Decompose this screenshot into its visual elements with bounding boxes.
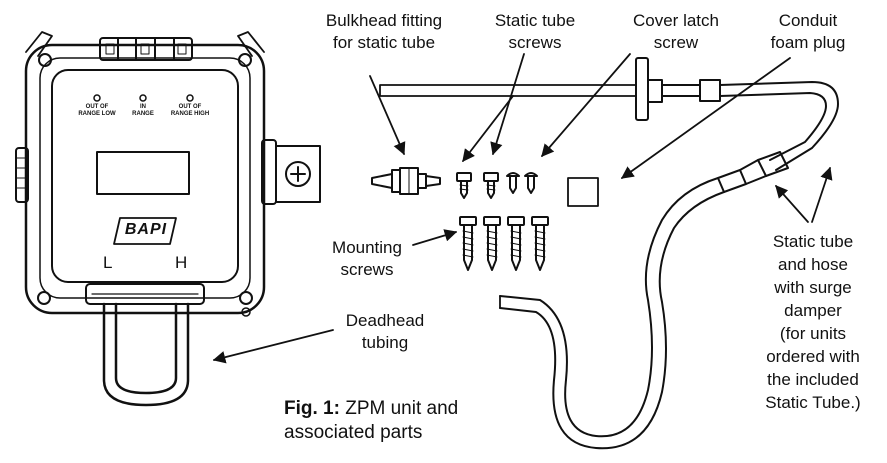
arrow-foam-plug <box>620 57 791 179</box>
mounting-screw <box>459 216 477 271</box>
led-high <box>186 94 194 102</box>
cover-latch-screws <box>506 172 538 194</box>
led-low <box>93 94 101 102</box>
caption-prefix: Fig. 1: <box>284 398 340 419</box>
mounting-hole <box>239 291 253 305</box>
static-tube-screws <box>456 172 499 199</box>
low-port-label: L <box>103 253 113 272</box>
caption-line2: associated parts <box>284 422 423 443</box>
leader-arrows <box>212 53 833 364</box>
led-in-range <box>139 94 147 102</box>
arrow-static-screw <box>490 53 525 156</box>
figure-caption: Fig. 1: ZPM unit and associated parts <box>284 397 504 445</box>
arrow-bulkhead <box>369 75 406 156</box>
mounting-screw <box>507 216 525 271</box>
mounting-screw <box>483 216 501 271</box>
arrow-static-screw-2 <box>462 95 514 162</box>
bapi-logo: BAPI <box>124 221 168 238</box>
deadhead-tubing <box>102 302 190 407</box>
zpm-device <box>15 31 321 407</box>
tubing-clip <box>85 283 205 305</box>
surge-damper <box>757 151 789 177</box>
hinge <box>99 37 193 61</box>
static-tube-assembly <box>379 57 839 450</box>
arrow-hose-1 <box>775 185 809 223</box>
arrow-cover-latch <box>541 53 631 157</box>
static-tube <box>379 84 637 97</box>
device-enclosure <box>24 43 266 315</box>
arrow-hose-2 <box>811 166 833 223</box>
arrow-mounting <box>412 229 458 246</box>
bulkhead-fitting <box>371 167 441 195</box>
display-window <box>96 151 190 195</box>
conduit-foam-plug <box>567 177 599 207</box>
mounting-hole <box>37 291 51 305</box>
mounting-screws <box>459 216 549 271</box>
tube-flange <box>635 57 649 121</box>
caption-line1: ZPM unit and <box>339 398 459 419</box>
high-port-label: H <box>175 253 188 272</box>
mounting-hole <box>38 53 52 67</box>
mounting-hole <box>238 53 252 67</box>
static-hose <box>499 177 719 438</box>
arrow-deadhead <box>212 329 334 364</box>
logo-plate <box>113 217 177 245</box>
bracket-screw <box>285 161 311 187</box>
mounting-screw <box>531 216 549 271</box>
device-cover <box>51 69 239 283</box>
conduit-bracket <box>275 145 321 203</box>
left-conduit-port <box>15 147 29 203</box>
